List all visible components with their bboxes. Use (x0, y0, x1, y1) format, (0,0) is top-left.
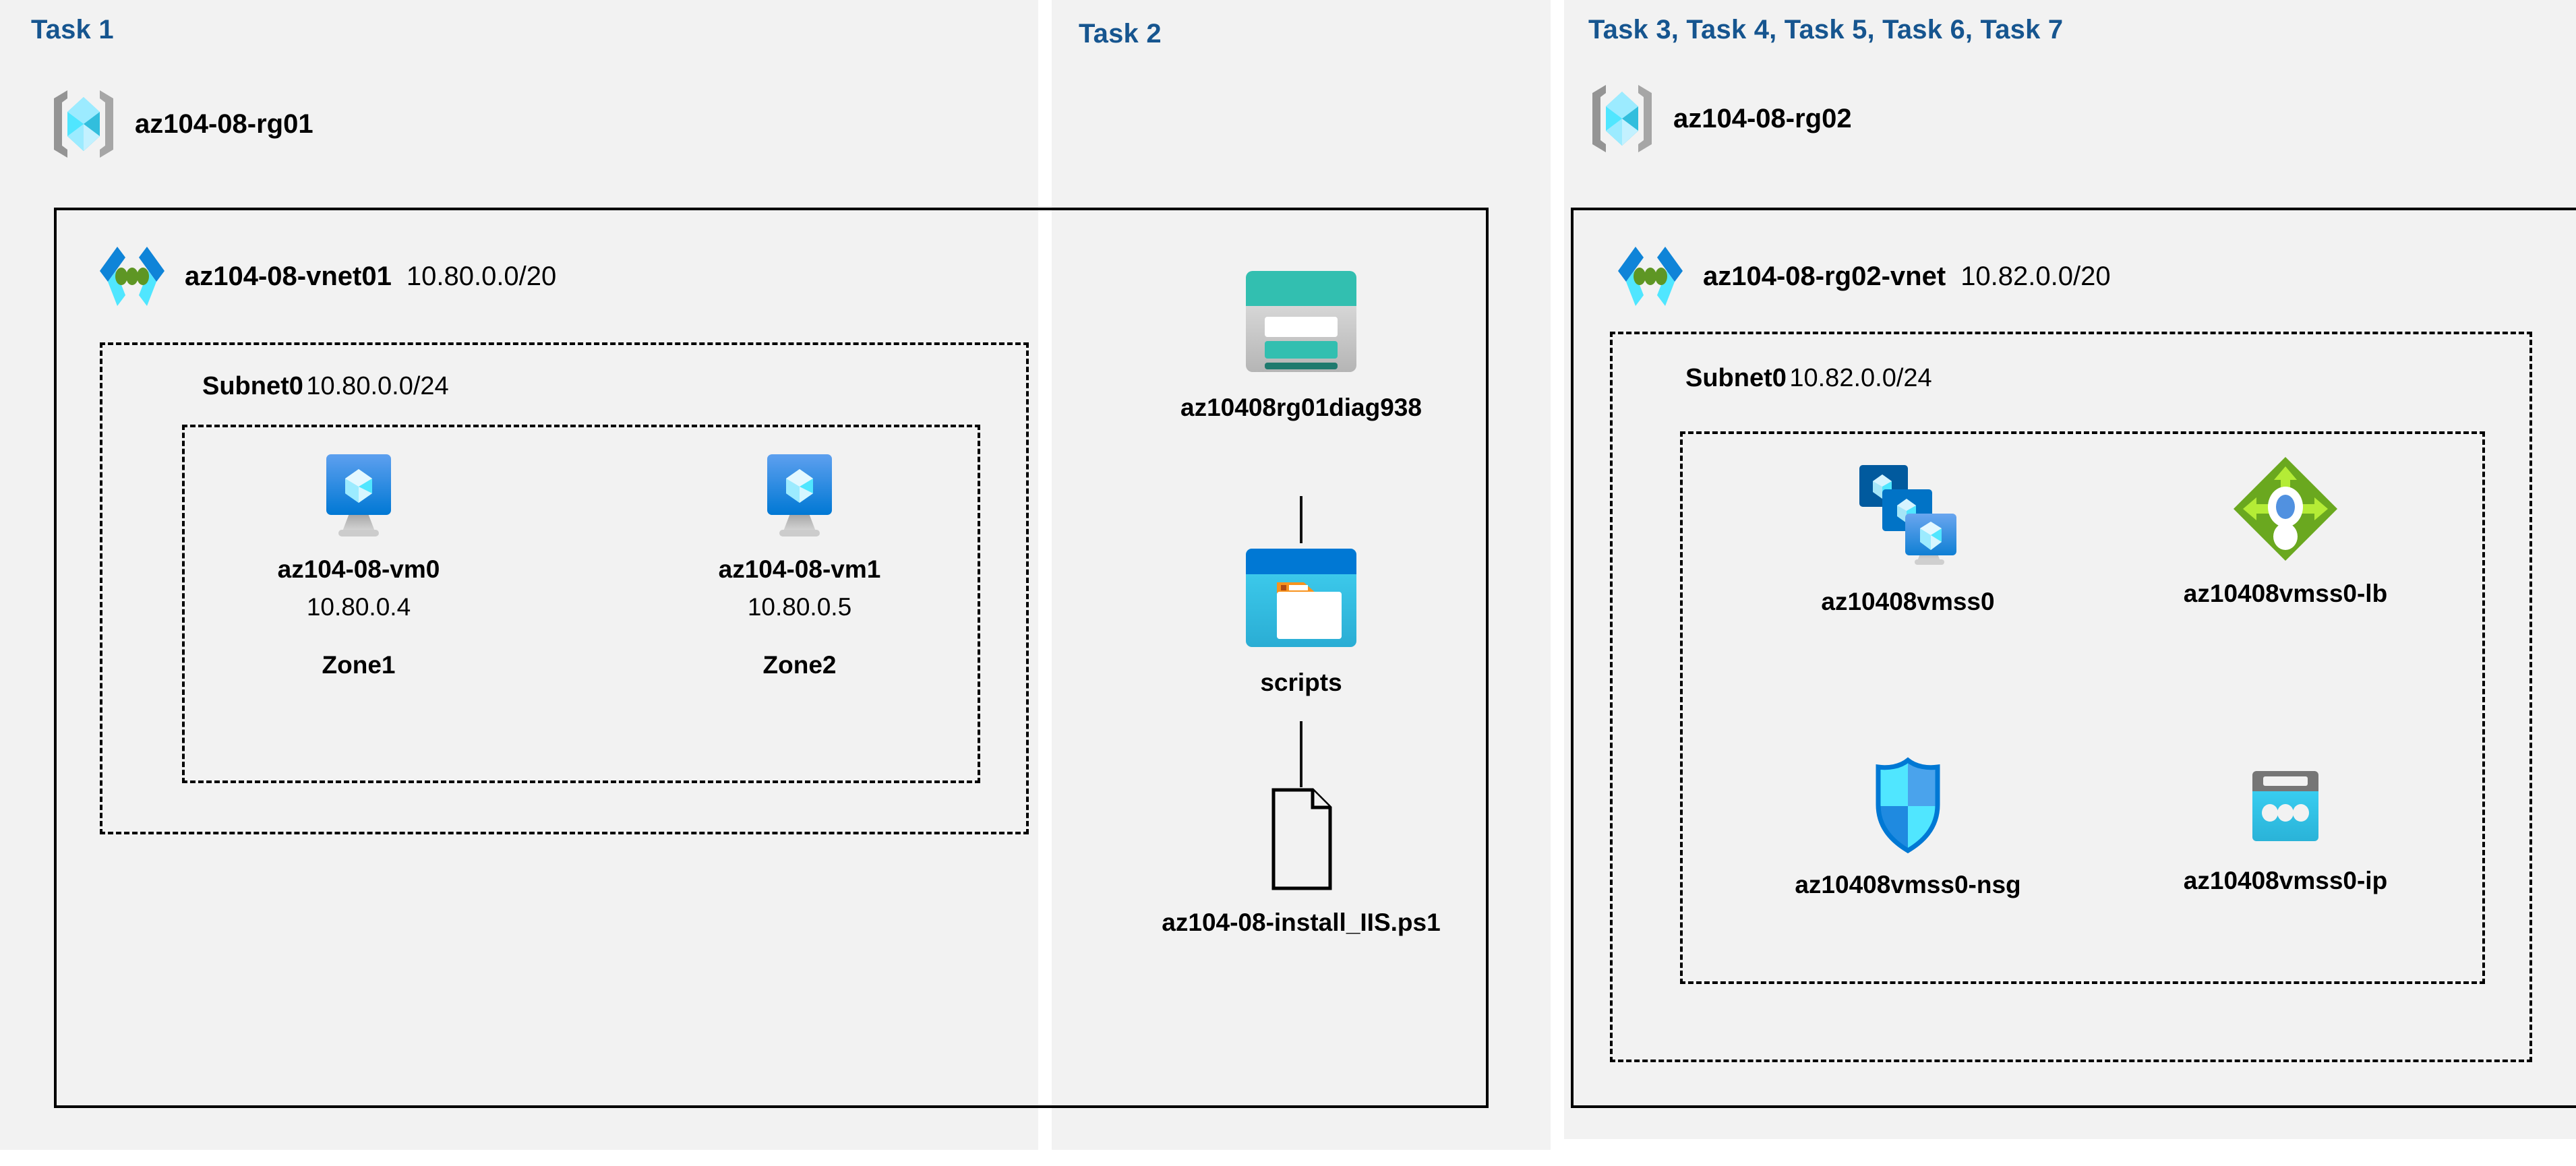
virtual-network-icon (94, 244, 170, 309)
task1-resource-group[interactable]: az104-08-rg01 (47, 86, 313, 162)
task1-subnet-box (100, 342, 1029, 834)
task3-vnet-box (1571, 208, 2576, 1108)
node-label: az10408vmss0 (1821, 588, 1995, 615)
resource-group-label: az104-08-rg01 (135, 109, 313, 139)
node-ip: 10.80.0.4 (306, 593, 411, 621)
task1-vnet-header[interactable]: az104-08-vnet01 10.80.0.0/20 (94, 244, 556, 309)
virtual-machine-icon (314, 449, 403, 541)
node-label: az104-08-install_IIS.ps1 (1162, 909, 1441, 936)
load-balancer-icon (2229, 453, 2341, 565)
node-label: az104-08-vm1 (718, 555, 881, 583)
vnet-name: az104-08-rg02-vnet (1703, 261, 1946, 291)
task3-subnet-box (1610, 332, 2532, 1062)
node-network-security-group[interactable]: az10408vmss0-nsg (1746, 755, 2070, 899)
subnet-cidr: 10.80.0.0/24 (306, 372, 449, 400)
node-storage-account[interactable]: az10408rg01diag938 (1153, 264, 1449, 422)
task1-zone-box (182, 425, 980, 783)
subnet-name: Subnet0 (202, 372, 303, 400)
vnet-name: az104-08-vnet01 (185, 261, 392, 291)
node-script-file[interactable]: az104-08-install_IIS.ps1 (1119, 786, 1483, 937)
subnet-name: Subnet0 (1685, 364, 1787, 392)
vm-scale-set-icon (1847, 458, 1969, 573)
public-ip-address-icon (2243, 766, 2328, 852)
vnet-cidr: 10.82.0.0/20 (1960, 261, 2111, 291)
node-vm0[interactable]: az104-08-vm0 10.80.0.4 Zone1 (264, 449, 453, 679)
node-ip: 10.80.0.5 (747, 593, 852, 621)
node-load-balancer[interactable]: az10408vmss0-lb (2144, 453, 2427, 608)
node-blob-container[interactable]: scripts (1200, 543, 1402, 697)
virtual-network-icon (1613, 244, 1688, 309)
task2-title: Task 2 (1079, 19, 1162, 49)
resource-group-icon (47, 86, 120, 162)
task3-resource-group[interactable]: az104-08-rg02 (1586, 81, 1852, 156)
storage-account-icon (1234, 264, 1369, 379)
resource-group-label: az104-08-rg02 (1673, 103, 1852, 133)
subnet-cidr: 10.82.0.0/24 (1789, 364, 1932, 392)
node-label: az10408rg01diag938 (1180, 394, 1422, 421)
task3-subnet-header: Subnet0 10.82.0.0/24 (1685, 364, 1932, 393)
node-vmss[interactable]: az10408vmss0 (1766, 458, 2049, 616)
task1-vnet-box (54, 208, 1489, 1108)
task3-inner-box (1680, 431, 2485, 984)
file-icon (1257, 786, 1345, 894)
node-label: az104-08-vm0 (277, 555, 440, 583)
node-public-ip-address[interactable]: az10408vmss0-ip (2144, 766, 2427, 895)
task3-vnet-header[interactable]: az104-08-rg02-vnet 10.82.0.0/20 (1613, 244, 2111, 309)
task1-title: Task 1 (31, 15, 114, 44)
node-zone: Zone1 (322, 651, 396, 679)
task1-subnet-header: Subnet0 10.80.0.0/24 (202, 372, 449, 401)
node-zone: Zone2 (762, 651, 837, 679)
connector-scripts-to-file (1300, 721, 1302, 787)
blob-container-icon (1238, 543, 1365, 654)
resource-group-icon (1586, 81, 1658, 156)
task3-title: Task 3, Task 4, Task 5, Task 6, Task 7 (1588, 15, 2064, 44)
panel-task1 (0, 0, 1038, 1150)
node-label: az10408vmss0-ip (2183, 867, 2388, 894)
node-vm1[interactable]: az104-08-vm1 10.80.0.5 Zone2 (705, 449, 894, 679)
network-security-group-icon (1867, 755, 1948, 856)
virtual-machine-icon (755, 449, 844, 541)
node-label: az10408vmss0-lb (2183, 580, 2388, 607)
connector-storage-to-scripts (1300, 496, 1302, 543)
node-label: az10408vmss0-nsg (1795, 871, 2021, 898)
node-label: scripts (1260, 669, 1342, 696)
panel-task3 (1564, 0, 2576, 1139)
vnet-cidr: 10.80.0.0/20 (406, 261, 557, 291)
